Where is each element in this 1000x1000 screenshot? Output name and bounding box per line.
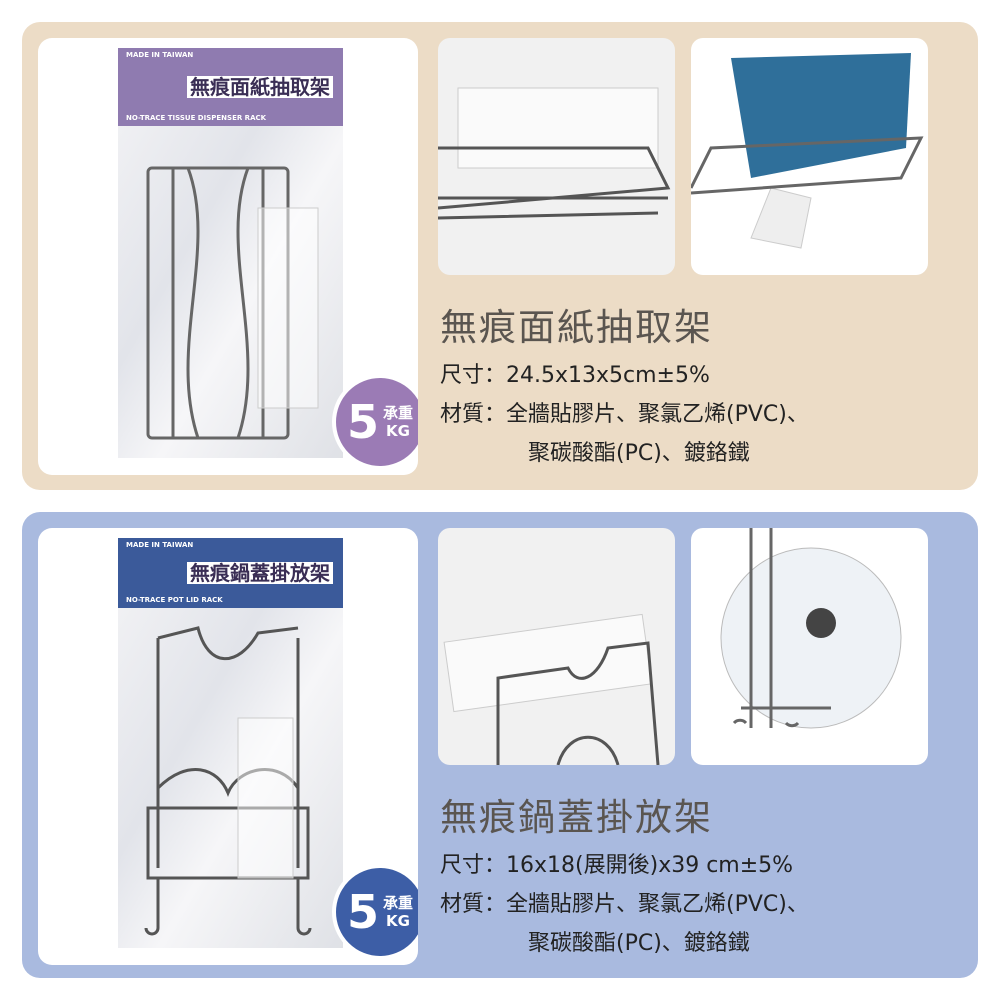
tissue-rack-in-use-photo — [691, 38, 928, 275]
package-origin: MADE IN TAIWAN — [126, 541, 194, 549]
pot-lid-rack-illustration — [144, 626, 312, 936]
package-subtitle: NO-TRACE TISSUE DISPENSER RACK — [126, 114, 267, 122]
size-value: 16x18(展開後)x39 cm±5% — [506, 853, 794, 878]
pot-lid-rack-panel: MADE IN TAIWAN 無痕鍋蓋掛放架 NO-TRACE POT LID … — [22, 512, 978, 978]
size-label: 尺寸： — [440, 363, 507, 388]
package-origin: MADE IN TAIWAN — [126, 51, 194, 59]
badge-line1: 承重 — [383, 894, 414, 912]
badge-number: 5 — [346, 395, 379, 449]
package-title: 無痕面紙抽取架 — [187, 76, 333, 98]
product-specs: 尺寸：24.5x13x5cm±5% 材質：全牆貼膠片、聚氯乙烯(PVC)、 聚碳… — [440, 356, 809, 473]
tissue-rack-package-photo: MADE IN TAIWAN 無痕面紙抽取架 NO-TRACE TISSUE D… — [38, 38, 418, 475]
package-header: MADE IN TAIWAN 無痕鍋蓋掛放架 NO-TRACE POT LID … — [118, 538, 343, 608]
material-line1: 全牆貼膠片、聚氯乙烯(PVC)、 — [506, 892, 809, 917]
size-value: 24.5x13x5cm±5% — [506, 363, 710, 388]
material-label: 材質： — [440, 402, 507, 427]
tissue-rack-panel: MADE IN TAIWAN 無痕面紙抽取架 NO-TRACE TISSUE D… — [22, 22, 978, 490]
tissue-rack-illustration — [146, 166, 319, 440]
badge-line1: 承重 — [383, 404, 414, 422]
pot-lid-rack-detail-photo — [438, 528, 675, 765]
material-label: 材質： — [440, 892, 507, 917]
product-title: 無痕面紙抽取架 — [440, 306, 713, 349]
badge-line2: KG — [386, 422, 410, 440]
size-label: 尺寸： — [440, 853, 507, 878]
package-subtitle: NO-TRACE POT LID RACK — [126, 596, 223, 604]
product-title: 無痕鍋蓋掛放架 — [440, 796, 713, 839]
pot-lid-rack-package-photo: MADE IN TAIWAN 無痕鍋蓋掛放架 NO-TRACE POT LID … — [38, 528, 418, 965]
product-specs: 尺寸：16x18(展開後)x39 cm±5% 材質：全牆貼膠片、聚氯乙烯(PVC… — [440, 846, 809, 963]
material-line2: 聚碳酸酯(PC)、鍍鉻鐵 — [528, 931, 750, 956]
pot-lid-rack-in-use-photo — [691, 528, 928, 765]
material-line1: 全牆貼膠片、聚氯乙烯(PVC)、 — [506, 402, 809, 427]
badge-number: 5 — [346, 885, 379, 939]
package-title: 無痕鍋蓋掛放架 — [187, 562, 333, 584]
tissue-rack-detail-photo — [438, 38, 675, 275]
material-line2: 聚碳酸酯(PC)、鍍鉻鐵 — [528, 441, 750, 466]
badge-line2: KG — [386, 912, 410, 930]
package-header: MADE IN TAIWAN 無痕面紙抽取架 NO-TRACE TISSUE D… — [118, 48, 343, 126]
